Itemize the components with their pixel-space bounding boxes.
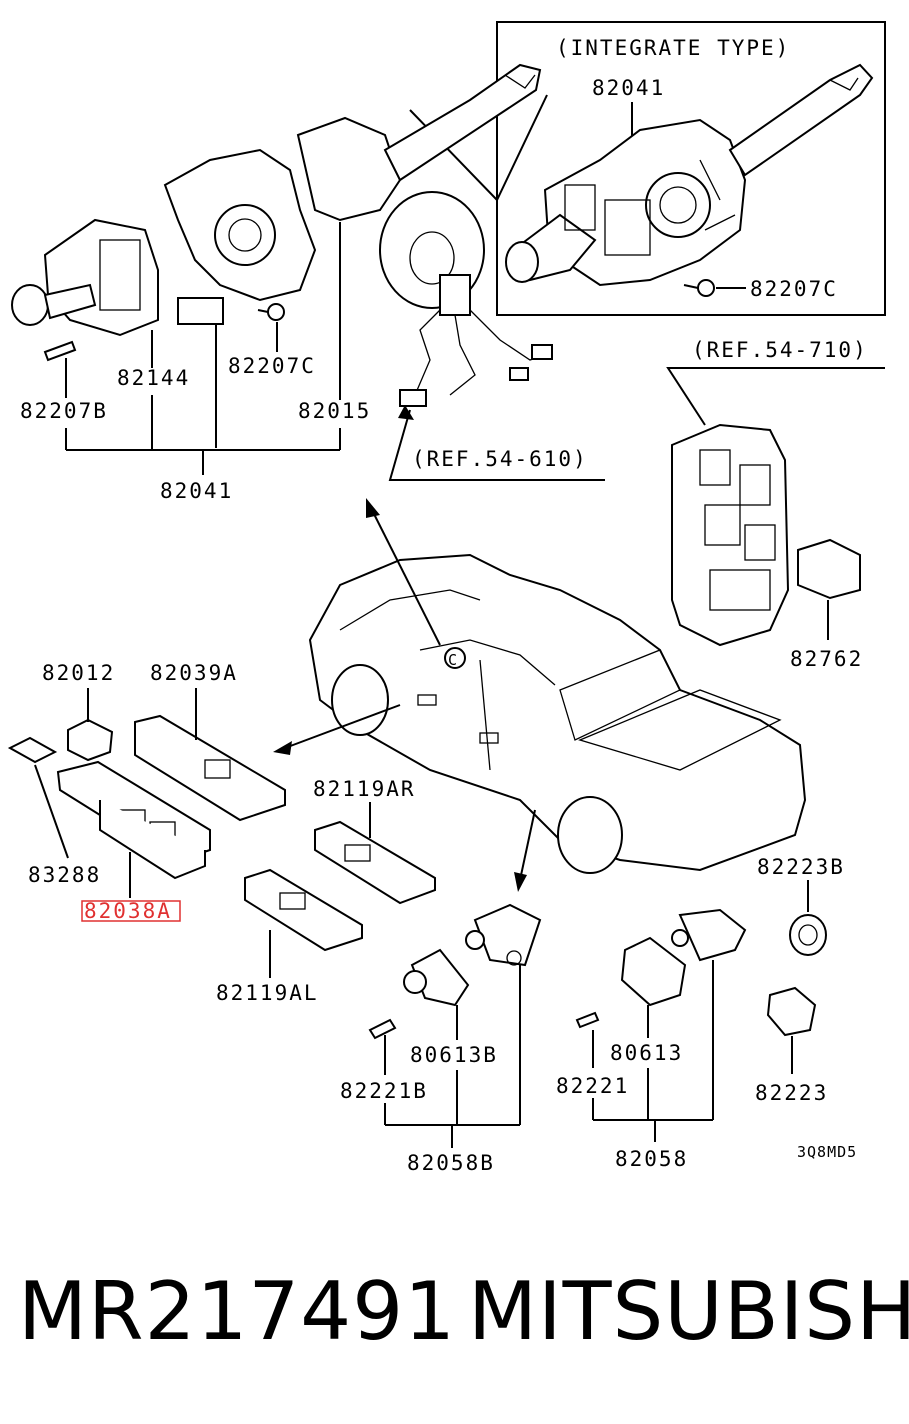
label-82207c-inset: 82207C bbox=[750, 277, 838, 301]
window-switches-drawing bbox=[7, 714, 436, 952]
part-number: MR217491 bbox=[18, 1265, 456, 1358]
label-82223b: 82223B bbox=[757, 855, 845, 879]
diagram-code: 3Q8MD5 bbox=[797, 1143, 857, 1161]
label-82058b: 82058B bbox=[407, 1151, 495, 1175]
combination-switch-inset-drawing bbox=[505, 63, 874, 287]
brand-name: MITSUBISHI bbox=[468, 1265, 909, 1358]
label-82041: 82041 bbox=[160, 479, 233, 503]
label-82207c: 82207C bbox=[228, 354, 316, 378]
footer: MR217491 MITSUBISHI bbox=[0, 1262, 909, 1382]
door-switch-b-drawing bbox=[368, 903, 542, 1040]
label-82221b: 82221B bbox=[340, 1079, 428, 1103]
label-80613: 80613 bbox=[610, 1041, 683, 1065]
label-80613b: 80613B bbox=[410, 1043, 498, 1067]
label-82223: 82223 bbox=[755, 1081, 828, 1105]
highlight-box-82038a bbox=[81, 900, 181, 922]
label-82762: 82762 bbox=[790, 647, 863, 671]
label-82058: 82058 bbox=[615, 1147, 688, 1171]
screw-82207c-inset bbox=[683, 279, 746, 297]
label-82039a: 82039A bbox=[150, 661, 238, 685]
ref-54-610-label: (REF.54-610) bbox=[412, 447, 588, 471]
label-82119ar: 82119AR bbox=[313, 777, 416, 801]
label-82144: 82144 bbox=[117, 366, 190, 390]
integrate-type-label: (INTEGRATE TYPE) bbox=[556, 36, 790, 60]
clock-spring-drawing bbox=[379, 191, 553, 407]
label-82207b: 82207B bbox=[20, 399, 108, 423]
parts-diagram: (INTEGRATE TYPE) 82041 82207C bbox=[7, 21, 886, 1175]
relay-82762-drawing bbox=[797, 538, 861, 600]
label-82041-inset: 82041 bbox=[592, 76, 665, 100]
column-switch-exploded-drawing bbox=[11, 63, 542, 362]
label-82038a: 82038A bbox=[84, 899, 172, 923]
label-83288: 83288 bbox=[28, 863, 101, 887]
label-82221: 82221 bbox=[556, 1074, 629, 1098]
integrate-type-inset: (INTEGRATE TYPE) 82041 82207C bbox=[496, 21, 886, 316]
door-switch-drawing bbox=[575, 908, 827, 1037]
ref-54-710-label: (REF.54-710) bbox=[692, 338, 868, 362]
label-82119al: 82119AL bbox=[216, 981, 319, 1005]
location-c-marker: C bbox=[448, 651, 458, 669]
relay-box-drawing bbox=[671, 423, 790, 647]
label-82015: 82015 bbox=[298, 399, 371, 423]
label-82012: 82012 bbox=[42, 661, 115, 685]
